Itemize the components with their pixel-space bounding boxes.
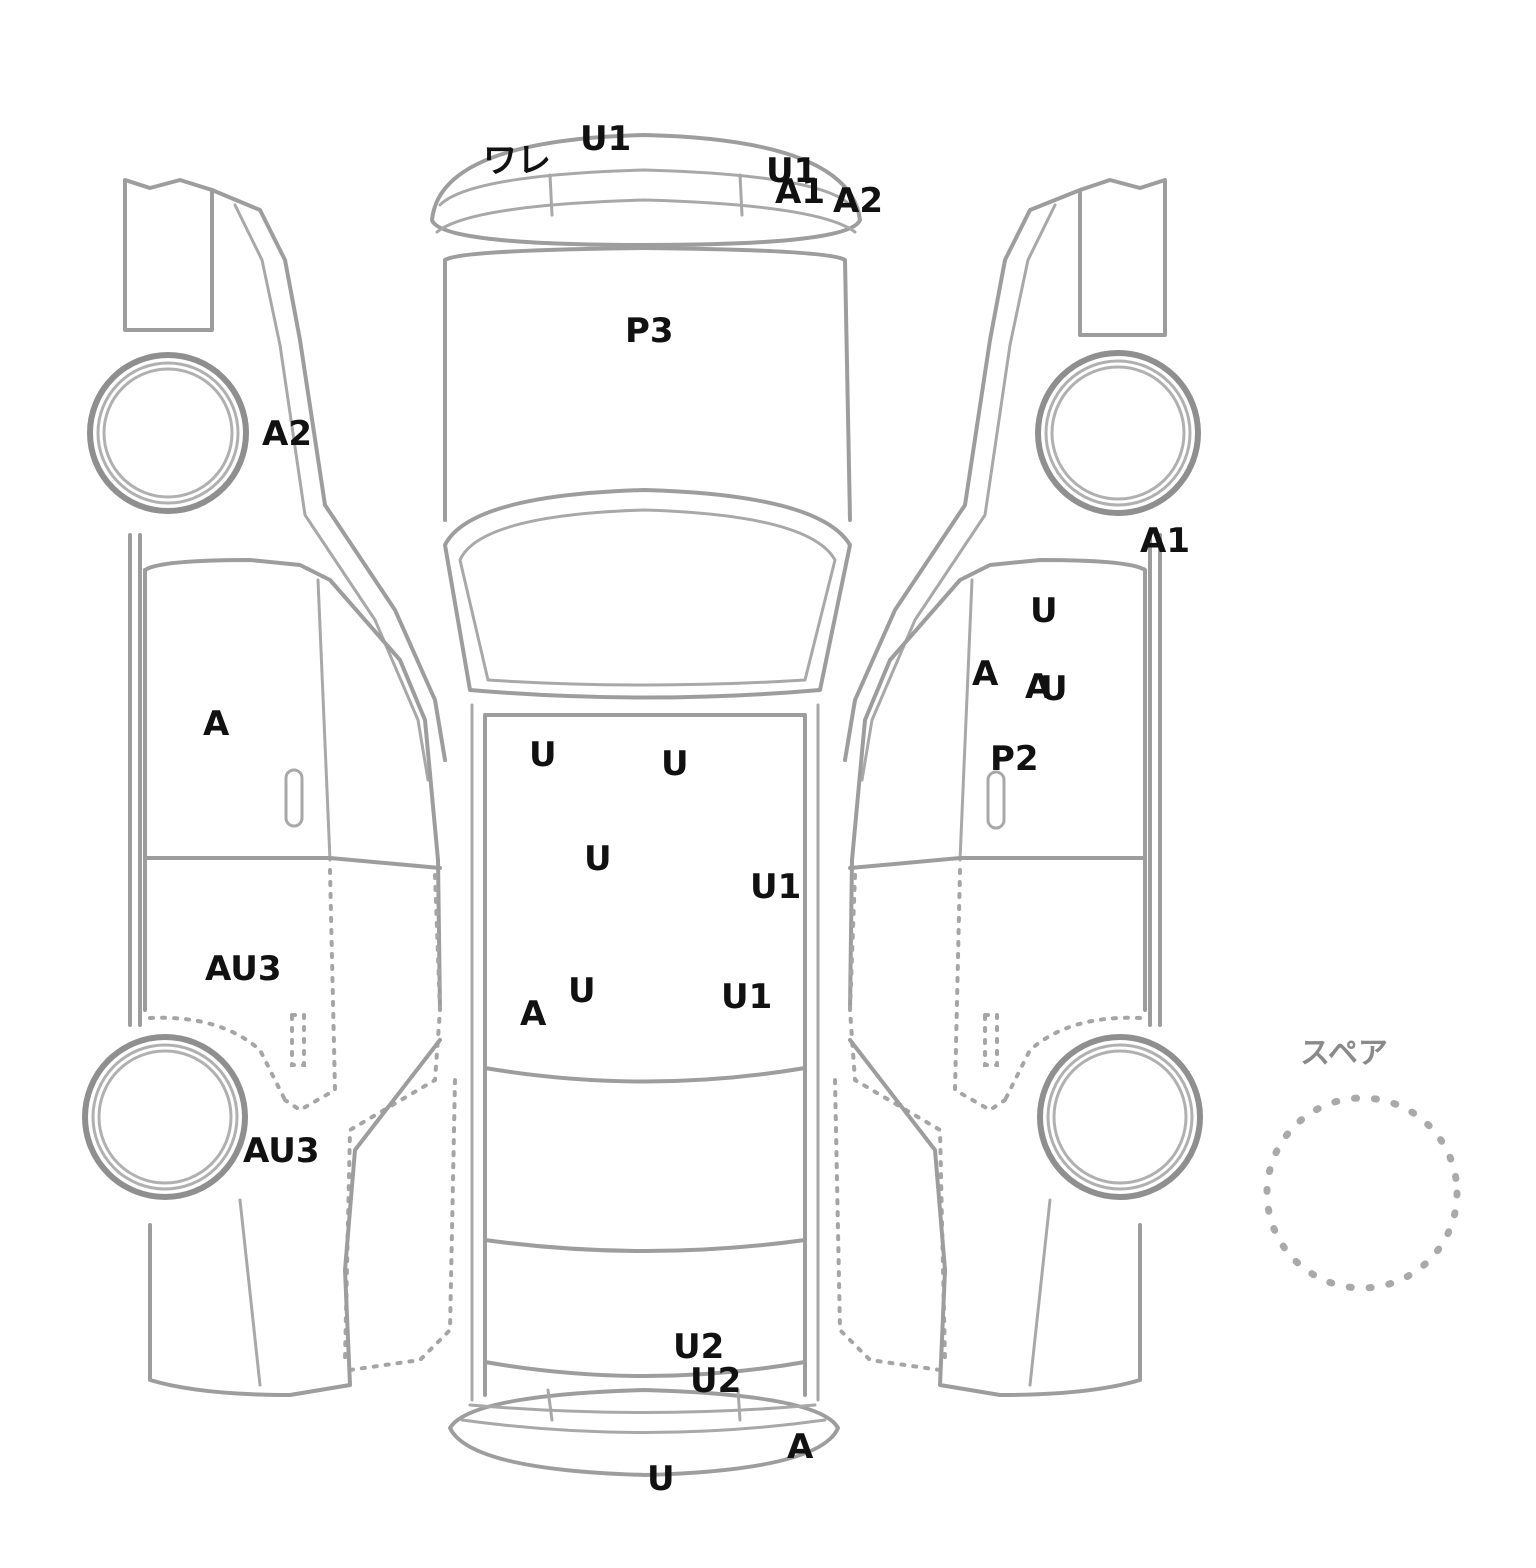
mark-right-front-door-1: U <box>1030 591 1058 631</box>
mark-front-bumper-2: U1 <box>580 119 631 159</box>
mark-front-bumper-5: A2 <box>833 181 883 221</box>
mark-roof-1: U <box>529 735 557 775</box>
mark-roof-5: A <box>520 994 547 1034</box>
mark-rear-3: A <box>787 1427 814 1467</box>
mark-right-front-door-5: P2 <box>990 739 1039 779</box>
mark-left-front-fender-1: A2 <box>262 414 312 454</box>
mark-right-front-fender-1: A1 <box>1140 521 1190 561</box>
mark-front-bumper-4: A1 <box>775 172 825 212</box>
mark-roof-7: U1 <box>721 977 772 1017</box>
left-side-view <box>82 178 457 1397</box>
mark-rear-4: U <box>647 1459 675 1499</box>
mark-hood-1: P3 <box>625 311 674 351</box>
top-view <box>430 133 862 1477</box>
mark-roof-4: U1 <box>750 867 801 907</box>
spare-label: スペア <box>1300 1036 1388 1071</box>
mark-front-bumper-1: ワレ <box>483 141 551 181</box>
mark-right-front-door-2: A <box>972 654 999 694</box>
mark-right-front-door-3: A <box>1025 667 1052 707</box>
mark-right-front-door-4: U <box>1040 669 1068 709</box>
mark-roof-3: U <box>584 839 612 879</box>
mark-rear-2: U2 <box>690 1361 741 1401</box>
mark-rear-1: U2 <box>673 1327 724 1367</box>
mark-roof-6: U <box>568 971 596 1011</box>
mark-roof-2: U <box>661 744 689 784</box>
mark-left-rear-door-1: AU3 <box>205 949 282 989</box>
mark-left-front-door-1: A <box>203 704 230 744</box>
spare-tire: スペア <box>1263 1036 1461 1292</box>
damage-marks: ワレ U1 U1 A1 A2 P3 A2 A AU3 AU3 A1 U A A … <box>203 119 1190 1499</box>
right-side-view <box>833 178 1203 1397</box>
mark-left-rear-quarter-1: AU3 <box>243 1131 320 1171</box>
mark-front-bumper-3: U1 <box>766 151 817 191</box>
